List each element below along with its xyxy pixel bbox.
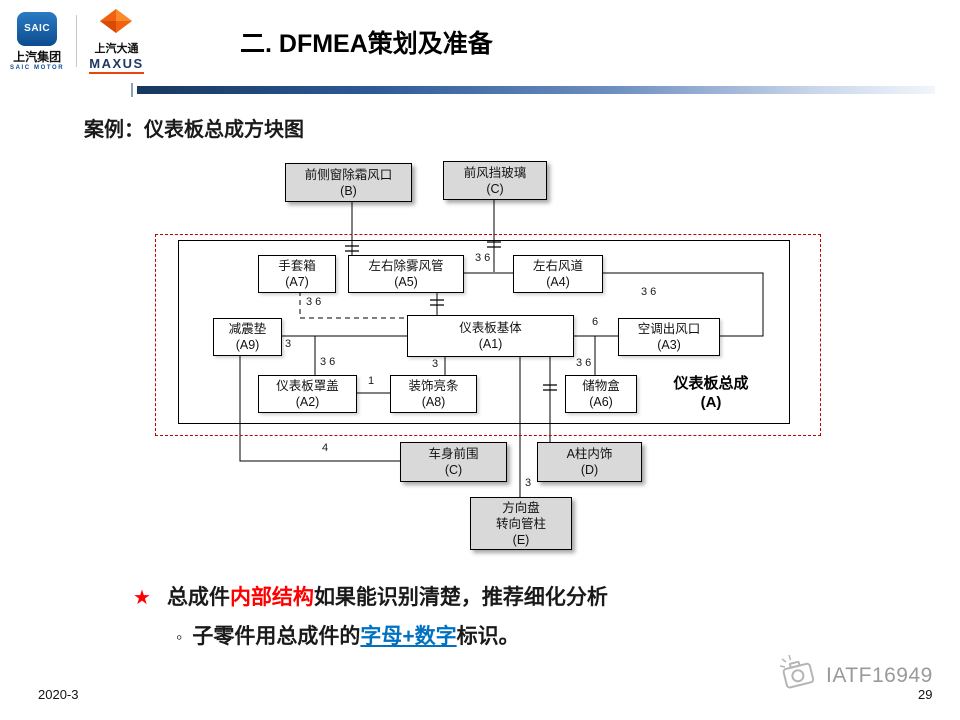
interface-code-a1-a3: 6 [591, 316, 600, 328]
block-label: 装饰亮条 [408, 379, 459, 393]
block-label: 储物盒 [582, 379, 620, 393]
note2-text-tail: 标识。 [456, 625, 520, 648]
saic-name: 上汽集团 [13, 49, 62, 64]
note2-text: 子零件用总成件的 [192, 625, 361, 648]
note1-text: 总成件 [166, 586, 230, 609]
interface-code-a2-a8: 1 [367, 375, 376, 387]
maxus-emblem-icon [99, 8, 133, 39]
block-label: 车身前围 [428, 447, 479, 461]
note-line-1: ★ 总成件内部结构如果能识别清楚，推荐细化分析 [133, 581, 608, 611]
block-code: (A1) [478, 337, 503, 351]
block-code: (A7) [285, 275, 309, 289]
maxus-name: 上汽大通 [94, 43, 139, 55]
block-windshield: 前风挡玻璃 (C) [443, 161, 547, 200]
block-code: (C) [444, 463, 463, 477]
interface-code-a1-a6: 3 6 [575, 357, 593, 369]
saic-logo: SAIC 上汽集团 SAIC MOTOR [10, 11, 65, 71]
interface-code-a1-steering: 3 [524, 477, 533, 489]
block-air-ducts: 左右风道 (A4) [513, 255, 603, 293]
interface-code-a5-a4: 3 6 [474, 252, 492, 264]
block-label: 手套箱 [278, 259, 316, 273]
block-storage-box: 储物盒 (A6) [565, 375, 637, 413]
saic-emblem-icon: SAIC [17, 11, 58, 46]
title-rule-tick [131, 83, 133, 97]
block-code: (D) [580, 463, 599, 477]
circle-bullet-icon: ◦ [176, 627, 183, 647]
block-ip-substrate: 仪表板基体 (A1) [407, 315, 574, 357]
block-glove-box: 手套箱 (A7) [258, 255, 336, 293]
logo-divider [76, 15, 78, 67]
note1-text-tail: 如果能识别清楚，推荐细化分析 [313, 586, 608, 609]
block-code: (E) [512, 532, 530, 547]
block-code: (A5) [394, 275, 418, 289]
interface-code-a7-a1: 3 6 [305, 296, 323, 308]
block-label: 减震垫 [228, 322, 267, 336]
block-a-pillar-trim: A柱内饰 (D) [537, 442, 642, 482]
block-damper-pad: 减震垫 (A9) [213, 318, 282, 356]
block-label: 转向管柱 [495, 516, 546, 531]
star-bullet-icon: ★ [133, 587, 151, 609]
camera-doodle-icon [778, 652, 820, 699]
block-code: (A9) [235, 338, 260, 352]
page-number: 29 [918, 687, 933, 702]
block-label: 仪表板罩盖 [276, 379, 339, 393]
interface-code-a9-body: 4 [321, 442, 330, 454]
maxus-wordmark: MAXUS [89, 56, 144, 74]
block-code: (B) [340, 183, 357, 198]
block-front-side-window-defrost-vent: 前侧窗除霜风口 (B) [285, 163, 412, 202]
assembly-dashed-boundary [155, 234, 821, 436]
block-label: 前侧窗除霜风口 [304, 167, 393, 182]
watermark-text: IATF16949 [826, 663, 933, 687]
interface-code-a2-a1: 3 6 [319, 356, 337, 368]
assembly-inner-boundary [178, 240, 790, 424]
block-label: 仪表板基体 [459, 321, 522, 335]
block-ac-air-vent: 空调出风口 (A3) [618, 318, 720, 356]
block-code: (A3) [657, 338, 681, 352]
assembly-title-label: 仪表板总成 (A) [673, 374, 749, 412]
slide-date: 2020-3 [38, 687, 79, 702]
block-label: 空调出风口 [637, 322, 701, 336]
block-body-front-panel: 车身前围 (C) [400, 442, 507, 482]
block-trim-strip: 装饰亮条 (A8) [390, 375, 477, 413]
block-code: (A8) [421, 395, 446, 409]
interface-code-a1-a8: 3 [431, 358, 440, 370]
header-logos: SAIC 上汽集团 SAIC MOTOR 上汽大通 MAXUS [10, 8, 144, 74]
maxus-logo: 上汽大通 MAXUS [89, 8, 144, 74]
interface-code-a4-a3: 3 6 [640, 286, 658, 298]
block-code: (A6) [589, 395, 613, 409]
note2-highlight: 字母+数字 [360, 625, 457, 648]
block-steering-column: 方向盘 转向管柱 (E) [470, 497, 572, 550]
watermark: IATF16949 [778, 652, 933, 699]
interface-code-a9-a1: 3 [284, 338, 293, 350]
block-label: A柱内饰 [566, 447, 613, 461]
block-label: 左右除雾风管 [368, 259, 444, 273]
saic-subtitle: SAIC MOTOR [10, 64, 65, 71]
diagram-caption: 案例：仪表板总成方块图 [84, 119, 304, 141]
saic-emblem-text: SAIC [24, 23, 51, 34]
block-code: (A4) [546, 275, 570, 289]
block-label: 前风挡玻璃 [463, 165, 527, 180]
note-line-2: ◦ 子零件用总成件的字母+数字标识。 [176, 620, 520, 650]
block-code: (C) [486, 181, 504, 196]
title-rule-bar [137, 86, 935, 94]
block-ip-cover: 仪表板罩盖 (A2) [258, 375, 357, 413]
block-label: 左右风道 [532, 259, 583, 273]
block-label: 方向盘 [502, 500, 540, 515]
note1-highlight: 内部结构 [229, 586, 314, 609]
block-defog-ducts: 左右除雾风管 (A5) [348, 255, 464, 293]
block-code: (A2) [295, 395, 320, 409]
page-title: 二. DFMEA策划及准备 [240, 30, 493, 58]
